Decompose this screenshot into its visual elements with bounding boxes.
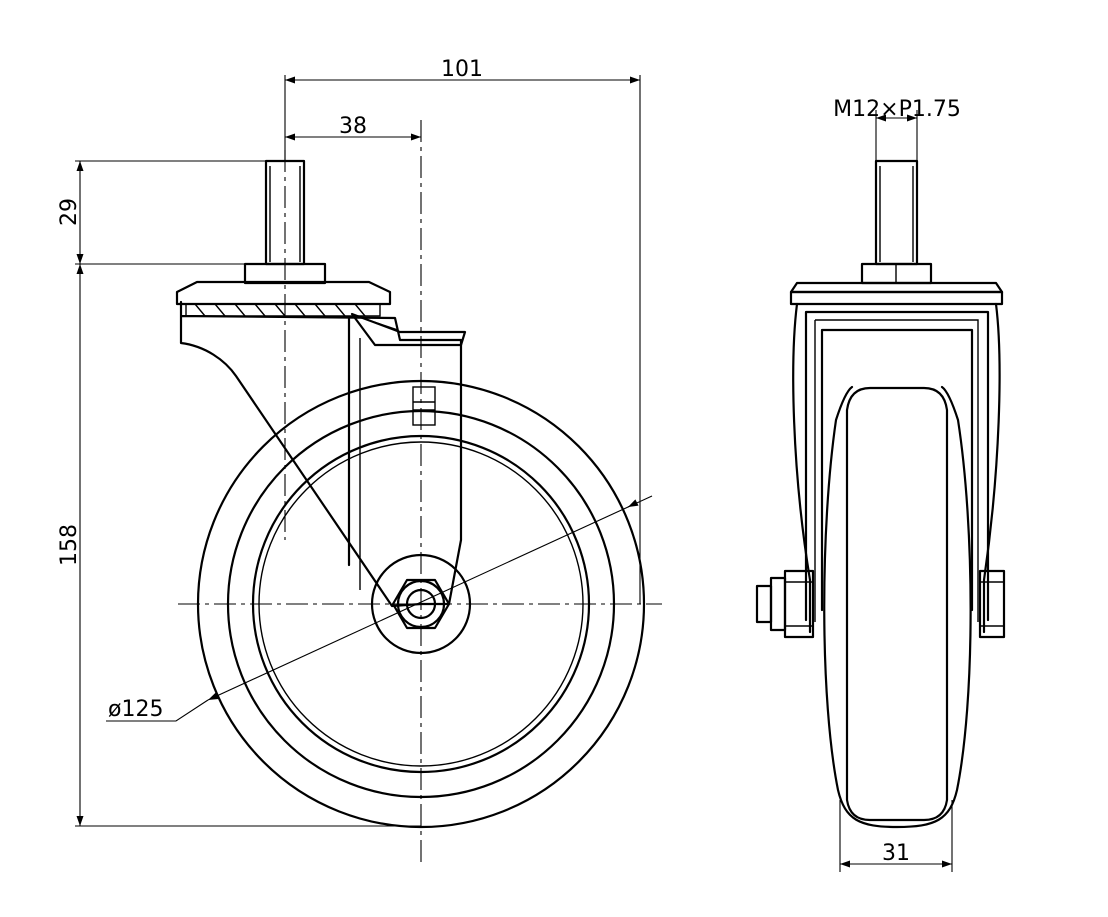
dim-diameter-label: ø125 [108, 697, 163, 722]
dimension-29: 29 [57, 160, 266, 265]
threaded-stem [264, 159, 306, 266]
front-fork [792, 302, 1001, 634]
front-threaded-stem [860, 159, 933, 285]
dimension-38: 38 [285, 114, 421, 141]
front-axle-nuts [755, 569, 1006, 639]
side-view: 101 38 29 158 ø125 [57, 57, 662, 862]
front-top-plate [789, 281, 1004, 306]
dim-thread-label: M12×P1.75 [833, 97, 961, 122]
dim-width-label: 101 [441, 57, 483, 82]
front-view: M12×P1.75 31 [755, 97, 1006, 872]
dimension-101: 101 [284, 57, 641, 604]
top-plate [175, 262, 392, 317]
dim-stem-label: 29 [57, 198, 82, 226]
dimension-diameter: ø125 [106, 495, 653, 722]
fork [179, 300, 467, 608]
dimension-31: 31 [839, 800, 953, 872]
dim-wheel-width-label: 31 [882, 841, 910, 866]
dim-height-label: 158 [57, 524, 82, 566]
dim-offset-label: 38 [339, 114, 367, 139]
dimension-158: 158 [57, 264, 421, 827]
dimension-thread: M12×P1.75 [833, 97, 961, 161]
front-wheel [823, 385, 972, 829]
center-lines [178, 120, 662, 862]
